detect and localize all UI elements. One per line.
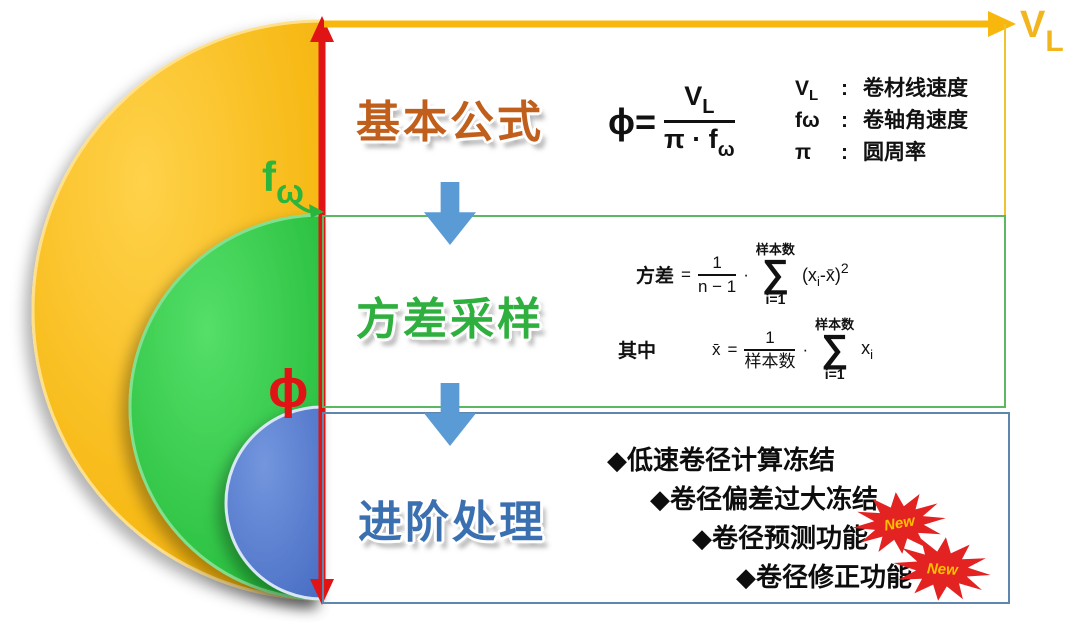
legend-term: π — [795, 140, 841, 172]
cdot: · — [802, 339, 809, 359]
cdot: · — [743, 264, 749, 284]
legend-term-sub: L — [809, 87, 819, 104]
legend-term-base: fω — [795, 109, 820, 132]
section-variance-box — [322, 215, 1006, 408]
diameter-arrow-head-top — [310, 16, 334, 42]
where-label: 其中 — [618, 341, 657, 363]
term-sup: 2 — [840, 260, 849, 277]
mean-fraction: 1 样本数 — [744, 327, 796, 371]
equals-sign: = — [727, 339, 738, 359]
new-badge-label: New — [926, 559, 958, 579]
variance-formula-row-1: 方差 = 1 n − 1 · 样本数 ∑ i=1 (xi-x̄)2 — [636, 243, 849, 306]
basic-formula: ϕ= VL π · fω — [608, 82, 735, 161]
term-sub: i — [870, 346, 874, 362]
sigma-symbol: ∑ — [821, 328, 849, 370]
fw-radius-label: fω — [262, 153, 304, 210]
variance-fraction: 1 n − 1 — [697, 252, 737, 296]
legend-term-base: V — [795, 77, 810, 100]
xi-term: xi — [861, 338, 873, 362]
summation-upper-limit: 样本数 — [815, 317, 855, 332]
legend-term-base: π — [795, 141, 812, 164]
phi-diameter-label: ϕ — [268, 359, 309, 419]
fraction-bar — [697, 273, 737, 276]
summation-lower-limit: i=1 — [824, 366, 845, 383]
legend-row-pi: π : 圆周率 — [795, 140, 968, 172]
vl-axis-label: VL — [1020, 6, 1064, 57]
sigma-symbol: ∑ — [761, 253, 789, 295]
equals-sign: = — [681, 264, 691, 284]
variance-label: 方差 — [636, 266, 675, 288]
feature-bullet-low-speed-freeze: ◆低速卷径计算冻结 — [607, 445, 835, 475]
summation: 样本数 ∑ i=1 — [756, 243, 795, 306]
blue-inner-circle — [224, 405, 324, 601]
fw-pointer-head — [309, 204, 324, 218]
term-sub: i — [816, 274, 820, 290]
formula-numerator: VL — [684, 82, 714, 118]
fw-radius-label-base: f — [262, 153, 276, 200]
new-badge-label: New — [882, 511, 916, 535]
feature-bullet-deviation-freeze: ◆卷径偏差过大冻结 — [650, 484, 878, 514]
legend-colon: : — [841, 109, 848, 132]
legend-desc: 卷材线速度 — [863, 77, 968, 100]
numerator-base: V — [684, 81, 703, 111]
section-advanced-box — [322, 412, 1010, 604]
section-title-advanced-processing: 进阶处理 — [358, 498, 546, 547]
line-speed-arrow-head — [988, 11, 1016, 37]
summation: 样本数 ∑ i=1 — [815, 318, 854, 381]
denominator-base: π · f — [664, 124, 718, 154]
xbar-symbol: x̄ — [712, 339, 721, 359]
denominator-sub: ω — [717, 139, 735, 161]
fraction-numerator: 1 — [765, 327, 775, 347]
legend-desc: 圆周率 — [863, 141, 926, 164]
symbol-legend: VL : 卷材线速度 fω : 卷轴角速度 π : 圆周率 — [795, 76, 968, 172]
legend-desc: 卷轴角速度 — [863, 109, 968, 132]
fraction-bar — [744, 348, 796, 351]
numerator-sub: L — [702, 96, 715, 118]
legend-colon: : — [841, 77, 848, 100]
squared-deviation-term: (xi-x̄)2 — [802, 260, 849, 289]
legend-row-vl: VL : 卷材线速度 — [795, 76, 968, 108]
fraction-denominator: n − 1 — [697, 276, 737, 296]
term-base: x — [861, 337, 871, 358]
feature-bullet-diameter-correction: ◆卷径修正功能 — [736, 562, 912, 592]
term-open: (x — [801, 265, 817, 286]
vl-axis-label-sub: L — [1045, 25, 1064, 58]
variance-formula-row-2: 其中 x̄ = 1 样本数 · 样本数 ∑ i=1 xi — [618, 318, 873, 381]
vl-axis-label-base: V — [1020, 4, 1046, 46]
formula-denominator: π · fω — [664, 125, 735, 161]
term-close: -x̄) — [819, 265, 841, 286]
section-title-variance-sampling: 方差采样 — [356, 295, 544, 344]
legend-row-fw: fω : 卷轴角速度 — [795, 108, 968, 140]
fw-radius-label-sub: ω — [276, 173, 304, 210]
legend-colon: : — [841, 141, 848, 164]
section-title-basic-formula: 基本公式 — [356, 98, 544, 147]
formula-fraction: VL π · fω — [664, 82, 735, 161]
legend-term: fω — [795, 108, 841, 140]
legend-term: VL — [795, 76, 841, 108]
summation-lower-limit: i=1 — [765, 291, 786, 308]
fraction-denominator: 样本数 — [744, 351, 796, 371]
section-basic-formula-box — [322, 24, 1006, 215]
summation-upper-limit: 样本数 — [755, 242, 795, 257]
fraction-numerator: 1 — [712, 252, 722, 272]
fraction-bar — [664, 120, 735, 123]
formula-lhs: ϕ= — [608, 100, 657, 142]
feature-bullet-diameter-prediction: ◆卷径预测功能 — [692, 523, 868, 553]
